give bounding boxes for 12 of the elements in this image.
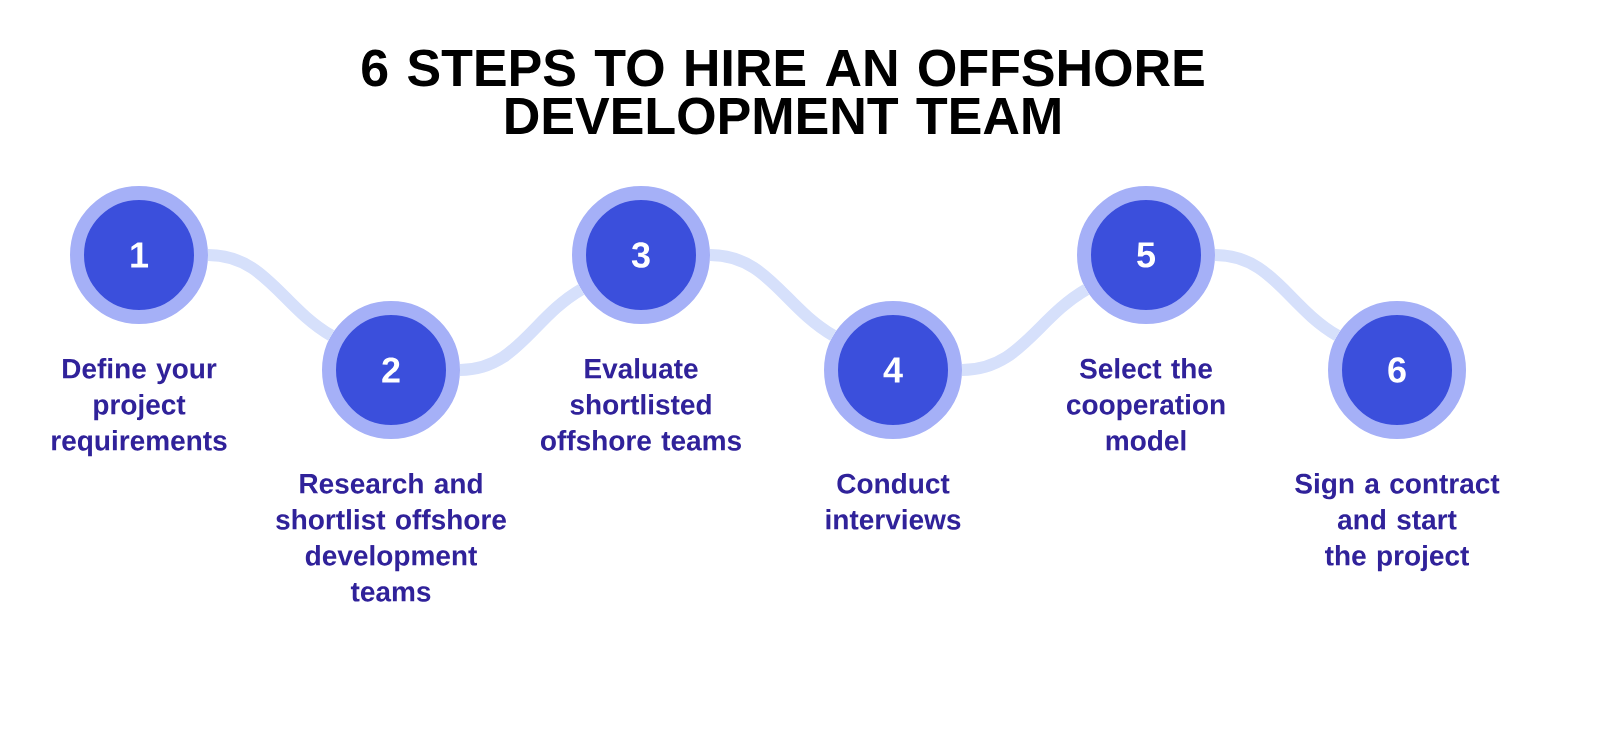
step-label: Define your project requirements bbox=[52, 358, 227, 457]
connector-line bbox=[1214, 249, 1341, 341]
connector-line bbox=[961, 284, 1090, 376]
step-label: Sign a contract and start the project bbox=[1295, 473, 1500, 572]
title: 6 STEPS TO HIRE AN OFFSHORE DEVELOPMENT TEAM bbox=[362, 49, 1204, 135]
step-label: Evaluate shortlisted offshore teams bbox=[540, 358, 741, 451]
step-label: Conduct interviews bbox=[826, 473, 961, 530]
connector-line bbox=[709, 249, 837, 341]
step-label: Select the cooperation model bbox=[1067, 358, 1225, 451]
connector-line bbox=[207, 249, 335, 341]
connector-line bbox=[459, 284, 585, 376]
step-label: Research and shortlist offshore development teams bbox=[276, 473, 506, 602]
